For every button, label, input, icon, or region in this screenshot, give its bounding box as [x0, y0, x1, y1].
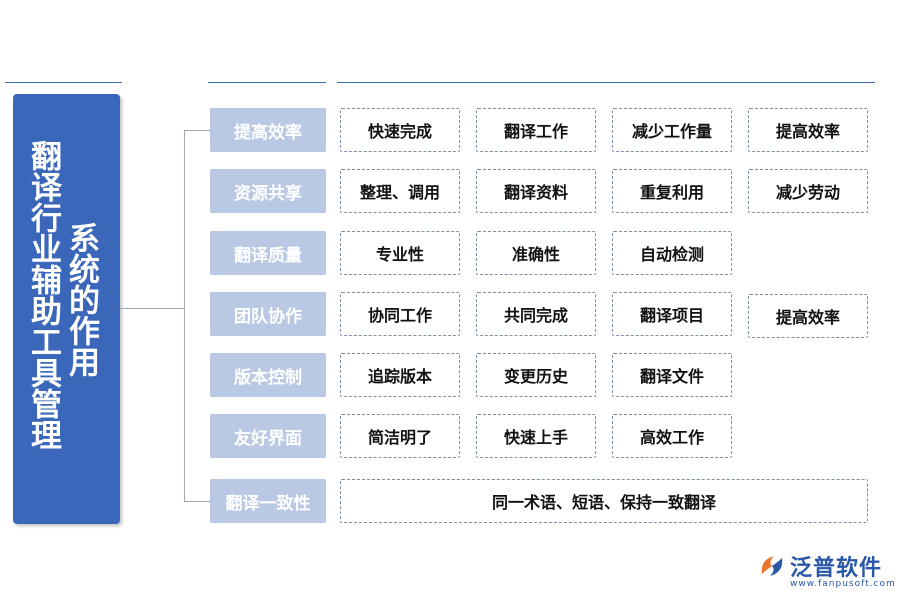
item-concise-clear: 简洁明了	[340, 414, 460, 458]
item-quick-start: 快速上手	[476, 414, 596, 458]
item-translation-project: 翻译项目	[612, 292, 732, 336]
item-reduce-workload: 减少工作量	[612, 108, 732, 152]
item-improve-efficiency: 提高效率	[748, 108, 868, 152]
top-rule-right	[337, 82, 875, 83]
item-quick-finish: 快速完成	[340, 108, 460, 152]
item-accuracy: 准确性	[476, 231, 596, 275]
brand-url: www.fanpusoft.com	[790, 579, 896, 589]
connector-horizontal-main	[120, 308, 184, 309]
item-auto-check: 自动检测	[612, 231, 732, 275]
brand-logo-icon	[761, 556, 783, 576]
brand-logo: 泛普软件 www.fanpusoft.com	[758, 550, 895, 596]
item-improve-efficiency-2: 提高效率	[748, 294, 868, 338]
category-resource-sharing: 资源共享	[210, 169, 326, 213]
category-translation-quality: 翻译质量	[210, 231, 326, 275]
connector-vertical-trunk	[184, 130, 185, 501]
diagram-title-box	[13, 94, 120, 524]
diagram-title: 翻译行业辅助工具管理	[25, 140, 61, 450]
item-change-history: 变更历史	[476, 353, 596, 397]
item-efficient-work: 高效工作	[612, 414, 732, 458]
top-rule-middle	[208, 82, 326, 83]
category-translation-consistency: 翻译一致性	[210, 479, 326, 523]
item-complete-together: 共同完成	[476, 292, 596, 336]
item-translation-file: 翻译文件	[612, 353, 732, 397]
item-translation-work: 翻译工作	[476, 108, 596, 152]
item-translation-material: 翻译资料	[476, 169, 596, 213]
item-consistent-terms: 同一术语、短语、保持一致翻译	[340, 479, 868, 523]
item-organize-retrieve: 整理、调用	[340, 169, 460, 213]
item-reduce-labor: 减少劳动	[748, 169, 868, 213]
item-cooperative-work: 协同工作	[340, 292, 460, 336]
category-team-collaboration: 团队协作	[210, 292, 326, 336]
top-rule-left	[5, 82, 122, 83]
connector-branch-1	[184, 130, 210, 131]
category-version-control: 版本控制	[210, 353, 326, 397]
diagram-subtitle: 系统的作用	[63, 222, 99, 377]
category-friendly-interface: 友好界面	[210, 414, 326, 458]
connector-branch-7	[184, 501, 210, 502]
brand-name: 泛普软件	[790, 556, 883, 581]
category-efficiency: 提高效率	[210, 108, 326, 152]
item-track-version: 追踪版本	[340, 353, 460, 397]
item-reuse: 重复利用	[612, 169, 732, 213]
item-professionalism: 专业性	[340, 231, 460, 275]
